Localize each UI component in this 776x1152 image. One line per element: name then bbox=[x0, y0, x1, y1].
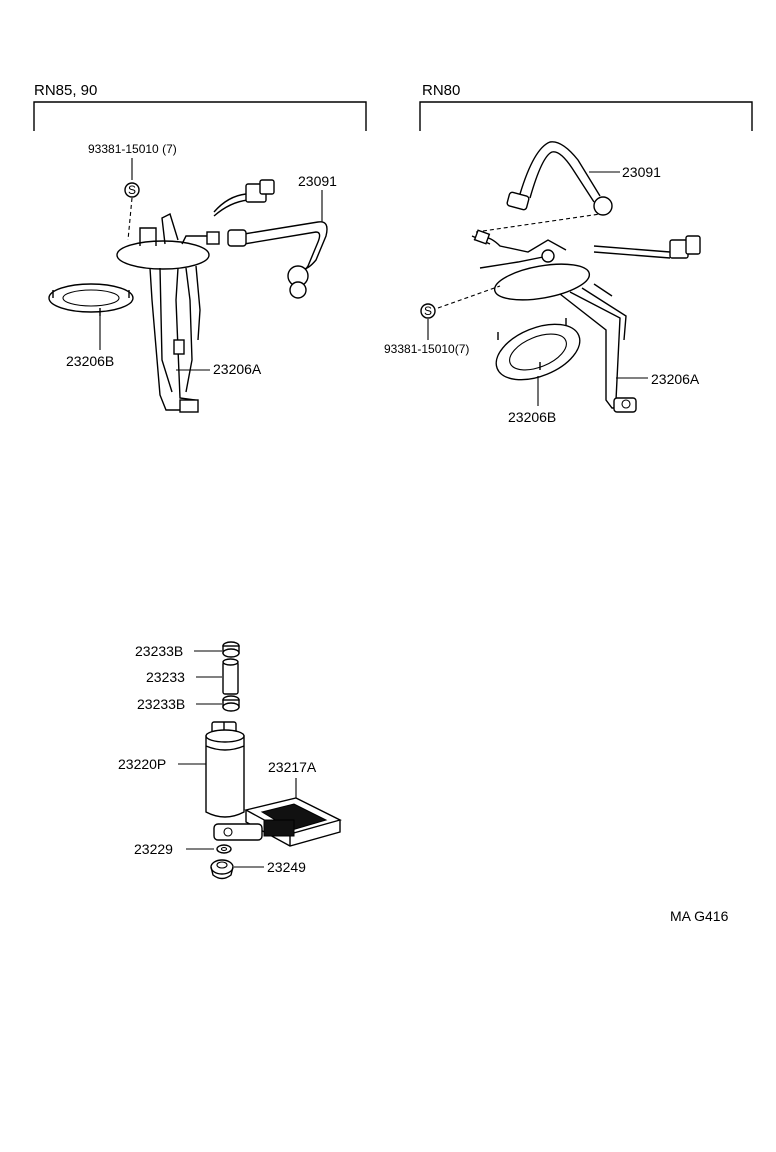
left-gasket-label: 23206B bbox=[66, 353, 114, 369]
cushion-rubber-label: 23249 bbox=[267, 859, 306, 875]
left-fuel-hose bbox=[227, 221, 328, 299]
left-wire-connector bbox=[213, 179, 275, 217]
right-group-header: RN80 bbox=[422, 82, 460, 99]
fuel-filter bbox=[213, 797, 342, 847]
right-group: RN80 23091 bbox=[384, 82, 753, 425]
right-screw-symbol-circle bbox=[420, 303, 436, 319]
left-screw-dashed-leader bbox=[127, 197, 133, 241]
left-hose-label: 23091 bbox=[298, 173, 337, 189]
right-gasket-label: 23206B bbox=[508, 409, 556, 425]
right-pump-bracket-assembly bbox=[471, 229, 637, 413]
pump-label: 23220P bbox=[118, 756, 166, 772]
right-screw-label: 93381-15010(7) bbox=[384, 342, 469, 356]
left-gasket bbox=[48, 283, 134, 316]
right-hose-dashed-leader bbox=[475, 213, 601, 233]
right-group-bracket bbox=[419, 101, 753, 131]
damper bbox=[222, 658, 239, 695]
right-screw-symbol: S bbox=[424, 304, 432, 318]
figure-code: MA G416 bbox=[670, 908, 729, 924]
right-bracket-label: 23206A bbox=[651, 371, 700, 387]
cushion-lower-label: 23233B bbox=[137, 696, 185, 712]
right-gasket bbox=[495, 318, 581, 381]
right-wire-connector bbox=[593, 235, 701, 259]
left-group-bracket bbox=[33, 101, 367, 131]
right-screw-dashed-leader bbox=[437, 285, 501, 309]
left-pump-bracket-assembly bbox=[116, 213, 220, 413]
clip-label: 23229 bbox=[134, 841, 173, 857]
cushion-rubber bbox=[210, 859, 234, 880]
left-screw-label: 93381-15010 (7) bbox=[88, 142, 177, 156]
cushion-upper bbox=[222, 641, 240, 658]
clip bbox=[216, 844, 232, 854]
damper-label: 23233 bbox=[146, 669, 185, 685]
left-mounting-plate bbox=[116, 240, 210, 270]
left-screw-symbol: S bbox=[128, 183, 136, 197]
right-hose-label: 23091 bbox=[622, 164, 661, 180]
filter-label: 23217A bbox=[268, 759, 317, 775]
left-group-header: RN85, 90 bbox=[34, 82, 97, 99]
cushion-upper-label: 23233B bbox=[135, 643, 183, 659]
pump-group: 23233B 23233 23233B 23220P bbox=[118, 641, 342, 880]
right-fuel-hose bbox=[506, 141, 613, 216]
left-group: RN85, 90 93381-15010 (7) S bbox=[33, 82, 367, 413]
left-screw-symbol-circle bbox=[124, 182, 140, 198]
left-bracket-label: 23206A bbox=[213, 361, 262, 377]
fuel-pump bbox=[205, 721, 245, 818]
cushion-lower bbox=[222, 695, 240, 712]
